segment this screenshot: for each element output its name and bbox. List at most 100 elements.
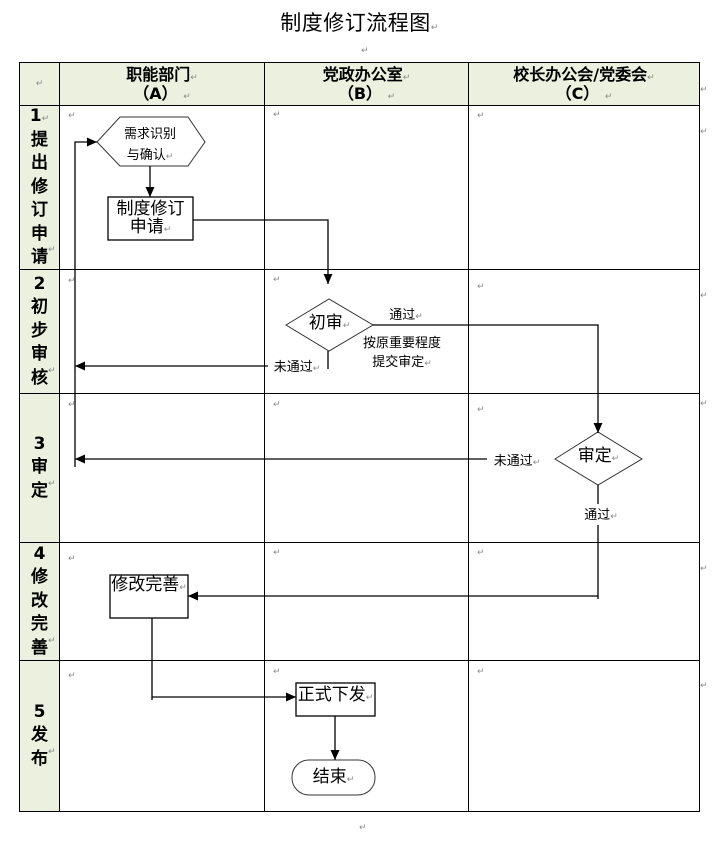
paragraph-mark: ↵ bbox=[610, 512, 618, 522]
node-revise-box bbox=[109, 574, 189, 619]
edge-label-approval-fail: 未通过↵ bbox=[488, 454, 546, 470]
lane-cell-4-c: ↵ bbox=[469, 543, 700, 661]
edge-label-preliminary-pass: 通过↵ bbox=[380, 308, 432, 324]
paragraph-mark: ↵ bbox=[424, 359, 432, 369]
node-publish-text: 正式下发↵ bbox=[296, 684, 375, 706]
stage-label-5: 5 发布↵ bbox=[20, 661, 60, 812]
paragraph-mark: ↵ bbox=[68, 111, 76, 121]
row-end-mark: ↵ bbox=[700, 399, 708, 409]
node-text: 审定 bbox=[577, 446, 612, 466]
paragraph-mark: ↵ bbox=[477, 282, 485, 292]
paragraph-mark: ↵ bbox=[48, 245, 56, 256]
node-text: 初审 bbox=[308, 313, 343, 333]
node-text-line: 申请 bbox=[129, 217, 164, 237]
node-text: 结束 bbox=[312, 767, 347, 787]
node-text-line: 制度修订 bbox=[116, 199, 185, 219]
header-code: （C） bbox=[555, 84, 600, 103]
paragraph-mark: ↵ bbox=[48, 478, 56, 489]
paragraph-mark: ↵ bbox=[179, 583, 187, 593]
paragraph-mark: ↵ bbox=[477, 111, 485, 121]
row-end-mark: ↵ bbox=[700, 564, 708, 574]
edge-revise-to-publish bbox=[151, 618, 296, 702]
header-code: （A） bbox=[133, 84, 178, 103]
node-revise-text: 修改完善↵ bbox=[110, 575, 188, 595]
node-request-text: 制度修订 申请↵ bbox=[108, 200, 193, 236]
lane-cell-1-c: ↵ bbox=[469, 106, 700, 270]
note-line: 按原重要程度 bbox=[362, 336, 441, 351]
paragraph-mark: ↵ bbox=[647, 73, 655, 83]
lane-cell-3-b: ↵ bbox=[265, 394, 469, 543]
note-line: 提交审定 bbox=[372, 355, 425, 370]
paragraph-mark: ↵ bbox=[342, 321, 351, 331]
node-text-line: 与确认 bbox=[126, 148, 166, 163]
stage-label-2: 2 初步审核↵ bbox=[20, 270, 60, 394]
node-preliminary-review-text: 初审↵ bbox=[286, 312, 373, 334]
paragraph-mark: ↵ bbox=[68, 276, 76, 286]
lane-cell-2-c: ↵ bbox=[469, 270, 700, 394]
lane-cell-3-a: ↵ bbox=[60, 394, 265, 543]
lane-cell-2-a: ↵ bbox=[60, 270, 265, 394]
header-name: 校长办公会/党委会 bbox=[513, 65, 648, 84]
paragraph-mark: ↵ bbox=[273, 400, 281, 410]
edge-label-text: 未通过 bbox=[493, 454, 533, 469]
edge-label-text: 未通过 bbox=[273, 360, 313, 375]
preliminary-review-note: 按原重要程度 提交审定↵ bbox=[352, 334, 452, 372]
paragraph-mark: ↵ bbox=[165, 152, 174, 162]
column-header-c: 校长办公会/党委会↵ （C） ↵ bbox=[469, 63, 700, 106]
edge-request-to-preliminary-review bbox=[193, 219, 333, 284]
node-request-box bbox=[107, 196, 194, 241]
stage-name: 发布 bbox=[31, 725, 48, 769]
node-text: 正式下发 bbox=[297, 685, 366, 705]
paragraph-mark: ↵ bbox=[477, 667, 485, 677]
stage-label-4: 4 修改完善↵ bbox=[20, 543, 60, 661]
stage-number: 3 bbox=[33, 433, 46, 454]
header-name: 职能部门 bbox=[126, 65, 191, 84]
paragraph-mark: ↵ bbox=[312, 364, 321, 374]
stage-name: 提出修订申请 bbox=[31, 129, 48, 268]
stage-number: 4 bbox=[33, 543, 46, 564]
paragraph-mark: ↵ bbox=[273, 110, 281, 120]
paragraph-mark: ↵ bbox=[68, 671, 76, 681]
lane-cell-5-c: ↵ bbox=[469, 661, 700, 812]
row-end-mark: ↵ bbox=[700, 85, 708, 95]
paragraph-mark: ↵ bbox=[346, 775, 355, 785]
stage-label-1: 1↵ 提出修订申请↵ bbox=[20, 106, 60, 270]
paragraph-mark: ↵ bbox=[163, 225, 172, 235]
node-end-text: 结束↵ bbox=[292, 766, 375, 788]
paragraph-mark: ↵ bbox=[190, 73, 198, 83]
paragraph-mark: ↵ bbox=[41, 114, 50, 125]
stage-label-3: 3 审定↵ bbox=[20, 394, 60, 543]
paragraph-mark: ↵ bbox=[68, 400, 76, 410]
paragraph-mark: ↵ bbox=[48, 365, 56, 376]
paragraph-mark: ↵ bbox=[183, 92, 191, 102]
edge-label-text: 通过 bbox=[584, 508, 611, 523]
paragraph-mark: ↵ bbox=[48, 746, 56, 757]
paragraph-mark: ↵ bbox=[35, 78, 44, 89]
stage-name: 审定 bbox=[31, 457, 48, 501]
row-end-mark: ↵ bbox=[700, 127, 708, 137]
edge-approval-pass-to-revise bbox=[188, 525, 599, 601]
paragraph-mark: ↵ bbox=[611, 454, 620, 464]
paragraph-mark: ↵ bbox=[402, 73, 411, 83]
header-code: （B） bbox=[337, 84, 383, 103]
document-title: 制度修订流程图↵ bbox=[0, 10, 719, 36]
column-header-a: 职能部门↵ （A） ↵ bbox=[60, 63, 265, 106]
edge-label-text: 通过 bbox=[389, 308, 416, 323]
node-end-terminator bbox=[291, 759, 376, 796]
paragraph-mark: ↵ bbox=[361, 46, 369, 56]
column-header-b: 党政办公室↵ （B） ↵ bbox=[265, 63, 469, 106]
stage-number: 1 bbox=[29, 106, 42, 127]
paragraph-mark: ↵ bbox=[273, 667, 281, 677]
paragraph-mark: ↵ bbox=[477, 405, 485, 415]
node-identify-hexagon bbox=[96, 116, 206, 167]
paragraph-mark: ↵ bbox=[273, 548, 281, 558]
paragraph-mark: ↵ bbox=[430, 23, 439, 33]
node-text: 修改完善 bbox=[111, 575, 180, 595]
paragraph-mark: ↵ bbox=[604, 92, 613, 102]
edge-label-approval-pass: 通过↵ bbox=[576, 508, 626, 524]
title-text: 制度修订流程图 bbox=[280, 11, 431, 35]
corner-cell: ↵ bbox=[20, 63, 60, 106]
paragraph-mark: ↵ bbox=[477, 548, 485, 558]
node-approval-diamond bbox=[554, 431, 643, 486]
